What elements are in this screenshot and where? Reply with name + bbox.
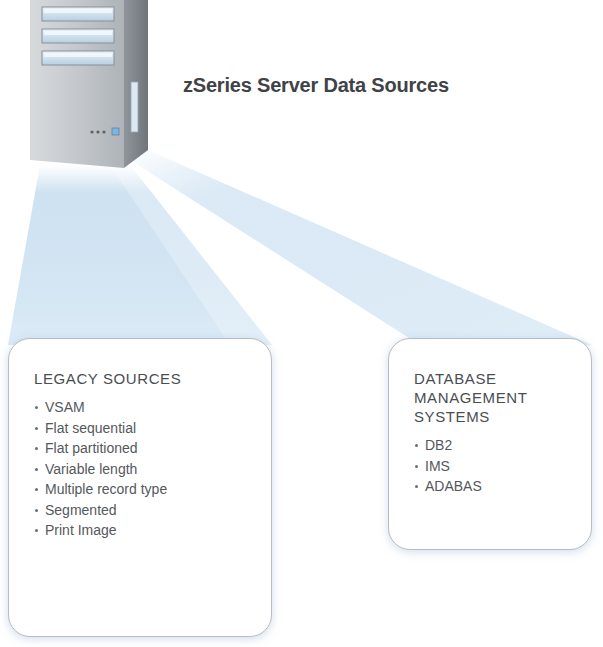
bullet-item: ADABAS: [414, 476, 574, 497]
source-box: DATABASE MANAGEMENT SYSTEMS DB2IMS ADABAS: [388, 338, 592, 550]
source-box: LEGACY SOURCES VSAM Flat sequentialFlat pa…: [8, 338, 272, 637]
bullet-dot: [35, 468, 38, 471]
bullet-text: IMS: [425, 458, 450, 474]
bullet-dot: [35, 447, 38, 450]
bullet-text: VSAM: [45, 399, 85, 415]
bullet-item: Flat sequential: [34, 418, 254, 439]
bullet-text: DB2: [425, 437, 452, 453]
bullet-item: Variable length: [34, 459, 254, 480]
bullet-item: Flat partitioned: [34, 438, 254, 459]
bullet-dot: [35, 406, 38, 409]
bullet-item: Print Image: [34, 520, 254, 541]
bullet-text: Multiple record type: [45, 481, 167, 497]
bullet-text: Flat partitioned: [45, 440, 138, 456]
box-heading: DATABASE MANAGEMENT SYSTEMS: [414, 369, 554, 426]
diagram-title: zSeries Server Data Sources: [183, 74, 449, 97]
bullet-item: DB2: [414, 435, 574, 456]
bullet-text: ADABAS: [425, 478, 482, 494]
bullet-dot: [415, 444, 418, 447]
bullet-item: Segmented: [34, 500, 254, 521]
bullet-text: Print Image: [45, 522, 117, 538]
bullet-dot: [415, 465, 418, 468]
bullet-dot: [35, 509, 38, 512]
box-heading: LEGACY SOURCES: [34, 369, 184, 388]
bullet-item: VSAM: [34, 397, 254, 418]
bullet-dot: [35, 427, 38, 430]
bullet-item: Multiple record type: [34, 479, 254, 500]
bullet-text: Variable length: [45, 461, 137, 477]
bullet-text: Flat sequential: [45, 420, 136, 436]
bullet-dot: [35, 529, 38, 532]
bullet-dot: [415, 485, 418, 488]
bullet-dot: [35, 488, 38, 491]
bullet-item: IMS: [414, 456, 574, 477]
bullet-text: Segmented: [45, 502, 117, 518]
